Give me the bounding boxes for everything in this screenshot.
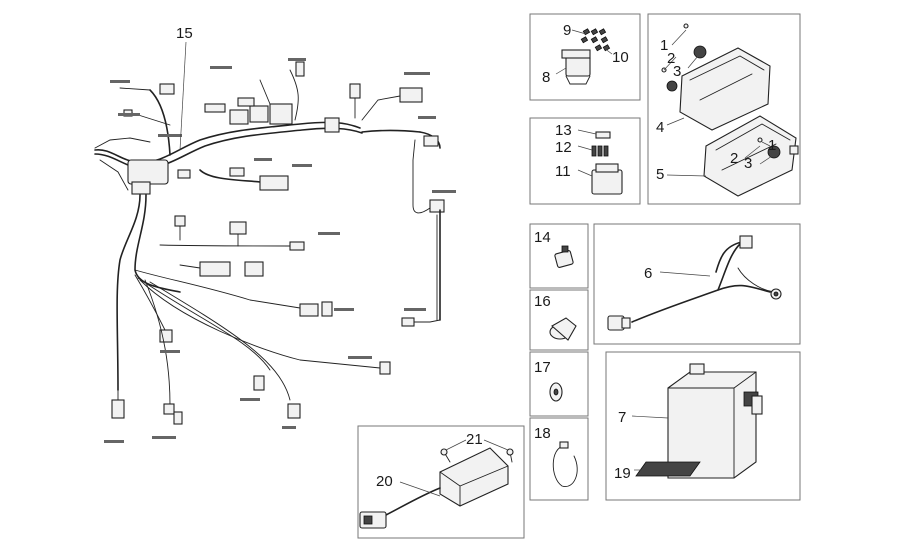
panel-14 <box>529 223 589 289</box>
callout-13: 13 <box>555 122 572 139</box>
callout-9: 9 <box>563 22 571 39</box>
panel-fuse-holder <box>529 13 641 101</box>
callout-7: 7 <box>618 409 626 426</box>
callout-17: 17 <box>534 359 551 376</box>
callout-19: 19 <box>614 465 631 482</box>
connector-part-14 <box>554 245 574 268</box>
spacer-part-17 <box>549 382 563 402</box>
callout-10: 10 <box>612 49 629 66</box>
callout-20: 20 <box>376 473 393 490</box>
callout-2-lower: 2 <box>730 150 738 167</box>
main-wiring-harness <box>94 58 456 443</box>
callout-3-lower: 3 <box>744 155 752 172</box>
ecu-lower <box>703 115 799 197</box>
callout-3-upper: 3 <box>673 63 681 80</box>
panel-control-units <box>647 13 801 205</box>
module-part-20 <box>359 447 509 529</box>
callout-4: 4 <box>656 119 664 136</box>
strap-part-18 <box>552 441 578 487</box>
callout-2-upper: 2 <box>667 50 675 67</box>
callout-18: 18 <box>534 425 551 442</box>
screws-part-21 <box>440 448 514 463</box>
callout-8: 8 <box>542 69 550 86</box>
callout-21: 21 <box>466 431 483 448</box>
ecu-upper <box>661 23 771 131</box>
battery-harness-part-6 <box>607 235 782 331</box>
panel-16 <box>529 289 589 351</box>
socket-part-16 <box>549 317 577 341</box>
panel-relay <box>529 117 641 205</box>
callout-1-upper: 1 <box>660 37 668 54</box>
battery-part-7 <box>667 363 763 479</box>
callout-12: 12 <box>555 139 572 156</box>
panel-17 <box>529 351 589 417</box>
callout-14: 14 <box>534 229 551 246</box>
callout-11: 11 <box>555 163 571 180</box>
panel-18 <box>529 417 589 501</box>
battery-pad-part-19 <box>635 461 701 477</box>
callout-1-lower: 1 <box>768 137 776 154</box>
callout-15: 15 <box>176 25 193 42</box>
callout-5: 5 <box>656 166 664 183</box>
relay-part <box>591 131 623 195</box>
panel-module <box>357 425 525 539</box>
callout-6: 6 <box>644 265 652 282</box>
panel-battery-harness <box>593 223 801 345</box>
fuses-set <box>580 28 611 52</box>
fuse-holder-part <box>561 49 591 85</box>
panel-battery <box>605 351 801 501</box>
callout-16: 16 <box>534 293 551 310</box>
